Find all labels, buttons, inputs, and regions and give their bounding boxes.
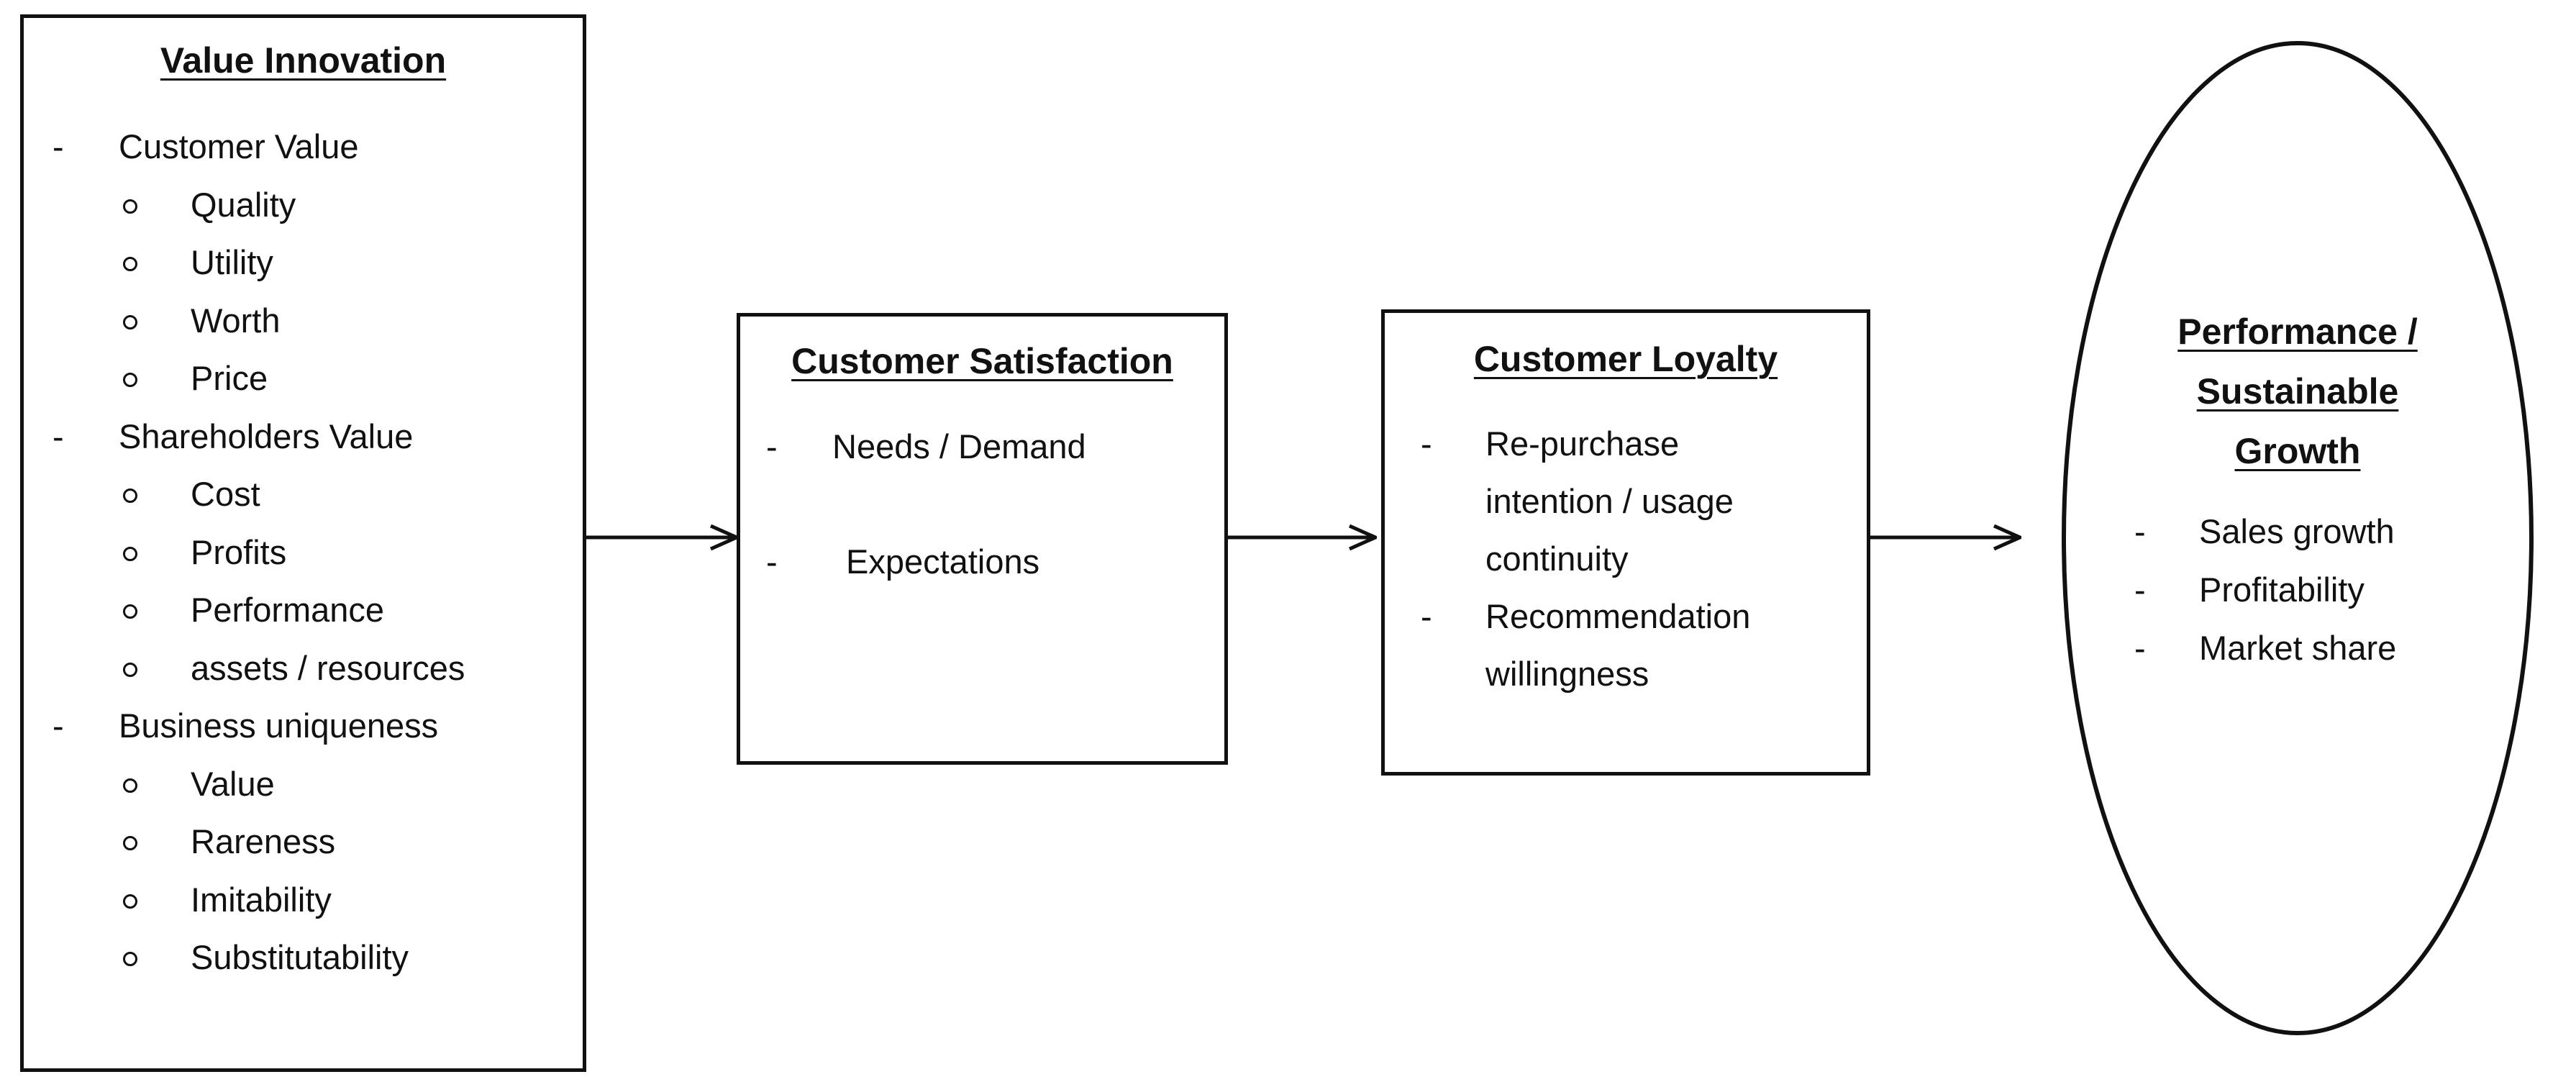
performance-item-label: Sales growth xyxy=(2199,512,2395,550)
performance-title: Performance / Sustainable Growth xyxy=(2064,302,2531,481)
cl-line: intention / usage xyxy=(1485,482,1734,520)
dash: - xyxy=(766,427,778,465)
dash: - xyxy=(766,542,778,581)
circle-bullet-icon xyxy=(123,778,137,793)
performance-title-line: Performance / xyxy=(2177,312,2418,352)
value-innovation-title: Value Innovation xyxy=(160,40,447,81)
circle-bullet-icon xyxy=(123,373,137,387)
customer-satisfaction-box: Customer Satisfaction - Needs / Demand -… xyxy=(737,313,1228,765)
dash: - xyxy=(2134,570,2146,609)
vi-item-label: Price xyxy=(191,359,268,397)
dash: - xyxy=(53,417,64,455)
dash: - xyxy=(53,127,64,165)
vi-group-label: Customer Value xyxy=(119,127,359,165)
circle-bullet-icon xyxy=(123,199,137,214)
vi-item-label: Cost xyxy=(191,475,260,513)
vi-item-label: Imitability xyxy=(191,880,332,919)
circle-bullet-icon xyxy=(123,546,137,561)
vi-item-label: Quality xyxy=(191,185,296,224)
circle-bullet-icon xyxy=(123,952,137,966)
vi-group-label: Shareholders Value xyxy=(119,417,414,455)
vi-item-label: Rareness xyxy=(191,822,336,860)
circle-bullet-icon xyxy=(123,257,137,271)
customer-loyalty-title: Customer Loyalty xyxy=(1473,339,1778,379)
performance-item-label: Market share xyxy=(2199,629,2397,667)
circle-bullet-icon xyxy=(123,894,137,909)
vi-item-label: Value xyxy=(191,764,275,803)
circle-bullet-icon xyxy=(123,488,137,503)
performance-title-line: Growth xyxy=(2234,431,2361,471)
cl-line: Recommendation xyxy=(1485,597,1751,635)
dash: - xyxy=(1421,424,1432,463)
cs-item-label: Expectations xyxy=(846,542,1040,581)
cl-line: continuity xyxy=(1485,540,1629,578)
vi-item-label: Substitutability xyxy=(191,938,409,976)
circle-bullet-icon xyxy=(123,314,137,329)
dash: - xyxy=(2134,629,2146,667)
performance-title-line: Sustainable xyxy=(2196,371,2399,412)
cl-line: willingness xyxy=(1485,655,1649,693)
cs-item-label: Needs / Demand xyxy=(832,427,1086,465)
dash: - xyxy=(2134,512,2146,550)
circle-bullet-icon xyxy=(123,662,137,677)
vi-item-label: Profits xyxy=(191,532,287,571)
vi-item-label: assets / resources xyxy=(191,648,465,687)
circle-bullet-icon xyxy=(123,604,137,619)
performance-content: Performance / Sustainable Growth - Sales … xyxy=(2064,302,2531,734)
vi-item-label: Worth xyxy=(191,301,281,340)
vi-item-label: Performance xyxy=(191,591,385,629)
customer-satisfaction-title: Customer Satisfaction xyxy=(791,341,1173,381)
vi-item-label: Utility xyxy=(191,243,273,281)
cl-line: Re-purchase xyxy=(1485,424,1680,463)
dash: - xyxy=(1421,597,1432,635)
performance-ellipse xyxy=(2062,41,2534,1035)
circle-bullet-icon xyxy=(123,836,137,850)
performance-item-label: Profitability xyxy=(2199,570,2365,609)
customer-loyalty-box: Customer Loyalty - Re-purchase intention… xyxy=(1381,309,1870,776)
dash: - xyxy=(53,706,64,745)
vi-group-label: Business uniqueness xyxy=(119,706,439,745)
